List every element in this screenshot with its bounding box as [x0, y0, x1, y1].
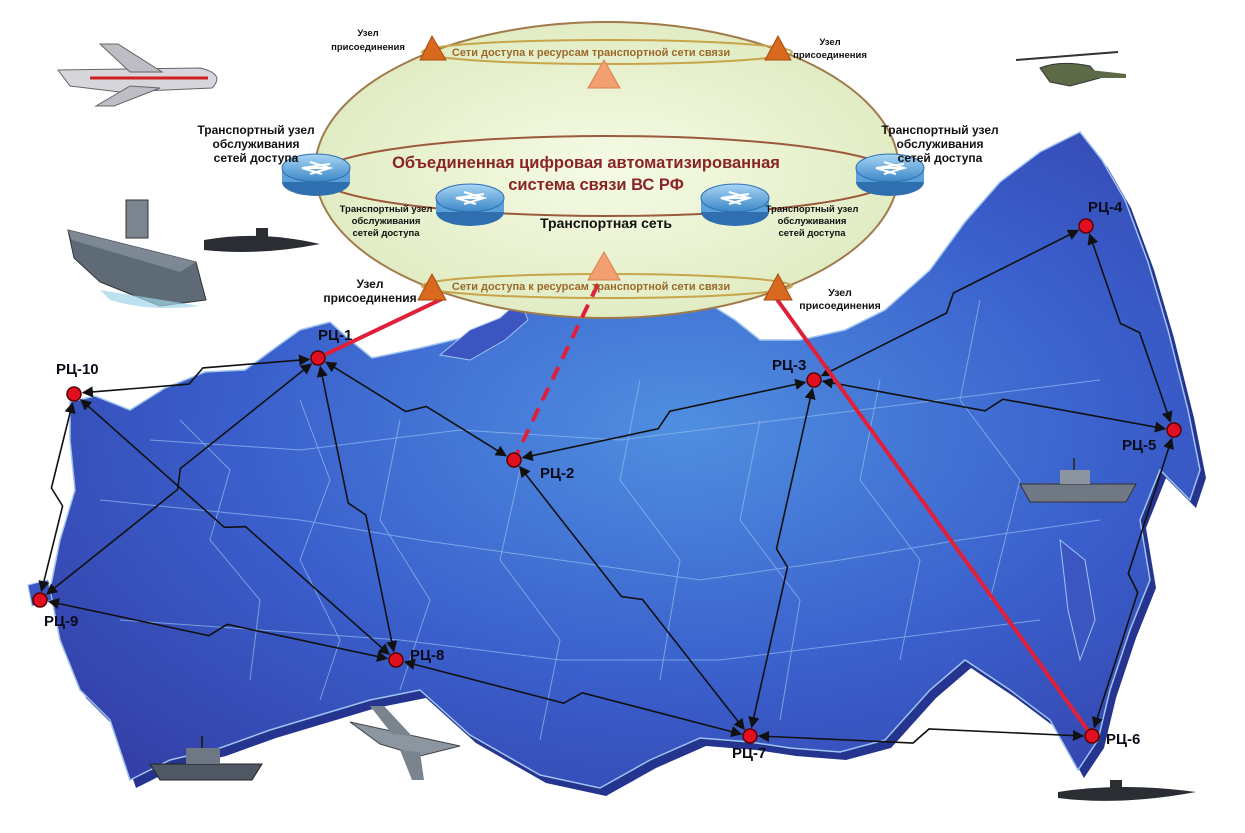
- node-label-rc6: РЦ-6: [1106, 731, 1140, 748]
- link-rc3-rc5: [821, 377, 1167, 433]
- attach-node-tl-label-1: Узел: [357, 28, 378, 39]
- router-icon: [855, 153, 925, 196]
- submarine-icon: [204, 228, 320, 252]
- node-label-rc3: РЦ-3: [772, 357, 806, 374]
- node-label-rc5: РЦ-5: [1122, 437, 1156, 454]
- node-label-rc2: РЦ-2: [540, 465, 574, 482]
- link-rc9-rc8: [47, 598, 389, 662]
- transport-node-inner-right-label-3: сетей доступа: [778, 228, 846, 239]
- node-rc6[interactable]: [1084, 728, 1100, 744]
- submarine-icon: [1058, 780, 1196, 801]
- uplinks: [317, 283, 1094, 738]
- transport-node-inner-left-label-2: обслуживания: [352, 216, 421, 227]
- node-label-rc8: РЦ-8: [410, 647, 444, 664]
- node-label-rc4: РЦ-4: [1088, 199, 1123, 216]
- attach-node-bl-label-2: присоединения: [323, 291, 416, 305]
- transport-node-left-label-1: Транспортный узел: [197, 123, 314, 137]
- attach-triangle-top-center: [587, 58, 621, 89]
- link-rc2-rc7: [519, 465, 745, 731]
- map-island-sakhalin: [1059, 538, 1096, 662]
- transport-node-right-label-3: сетей доступа: [898, 151, 983, 165]
- access-net-bottom-label: Сети доступа к ресурсам транспортной сет…: [452, 281, 730, 293]
- link-rc1-rc2: [325, 361, 507, 457]
- link-rc3-rc4: [820, 229, 1080, 377]
- transport-node-inner-right-label-2: обслуживания: [778, 216, 847, 227]
- fighter-jet-icon: [349, 706, 461, 780]
- links-layer: [38, 229, 1174, 744]
- attach-triangle-br: [763, 272, 793, 301]
- link-rc5-rc6: [1092, 437, 1174, 729]
- node-rc3[interactable]: [806, 372, 822, 388]
- link-rc1-rc9: [45, 363, 313, 595]
- attach-node-tr-label-1: Узел: [819, 37, 840, 48]
- attach-triangle-bl: [417, 272, 447, 301]
- attach-node-tr-label-2: присоединения: [793, 50, 867, 61]
- routers: [281, 153, 925, 226]
- node-rc5[interactable]: [1166, 422, 1182, 438]
- router-icon: [700, 183, 770, 226]
- attach-node-br-label-2: присоединения: [799, 300, 881, 312]
- access-ring-top: [421, 39, 793, 65]
- access-net-top-label: Сети доступа к ресурсам транспортной сет…: [452, 47, 730, 59]
- system-title-line1: Объединенная цифровая автоматизированная: [392, 154, 780, 172]
- link-rc7-rc6: [757, 728, 1085, 744]
- router-icon: [435, 183, 505, 226]
- transport-node-inner-left-label-3: сетей доступа: [352, 228, 420, 239]
- node-label-rc10: РЦ-10: [56, 361, 99, 378]
- link-rc4-rc5: [1087, 233, 1173, 423]
- node-label-rc1: РЦ-1: [318, 327, 352, 344]
- system-title-line2: система связи ВС РФ: [508, 176, 684, 194]
- link-rc3-rc7: [748, 387, 816, 729]
- attach-triangle-bottom-center: [587, 250, 621, 281]
- node-label-rc7: РЦ-7: [732, 745, 766, 762]
- aircraft-carrier-icon: [67, 199, 207, 308]
- patrol-ship-icon: [1019, 458, 1137, 503]
- node-rc8[interactable]: [388, 652, 404, 668]
- uplink-rc2-dashed: [512, 283, 600, 461]
- transport-node-right-label-2: обслуживания: [897, 137, 984, 151]
- uplink-rc6: [774, 296, 1094, 738]
- node-rc7[interactable]: [742, 728, 758, 744]
- link-rc2-rc3: [521, 378, 807, 462]
- attach-node-bl-label-1: Узел: [357, 277, 384, 291]
- transport-node-left-label-2: обслуживания: [213, 137, 300, 151]
- diagram-text: Объединенная цифровая автоматизированная…: [197, 28, 998, 312]
- node-rc9[interactable]: [32, 592, 48, 608]
- node-rc4[interactable]: [1078, 218, 1094, 234]
- vehicles: [57, 43, 1196, 801]
- transport-node-left-label-3: сетей доступа: [214, 151, 299, 165]
- transport-node-inner-right-label-1: Транспортный узел: [766, 204, 859, 215]
- nodes-layer: РЦ-1РЦ-2 РЦ-3 РЦ-4РЦ-5РЦ-6РЦ-7 РЦ-8 РЦ-9 РЦ-1…: [32, 199, 1182, 762]
- helicopter-icon: [1015, 51, 1126, 87]
- node-label-rc9: РЦ-9: [44, 613, 78, 630]
- transport-aircraft-icon: [57, 43, 218, 107]
- node-rc2[interactable]: [506, 452, 522, 468]
- uplink-rc1: [317, 296, 445, 360]
- transport-node-right-label-1: Транспортный узел: [881, 123, 998, 137]
- router-icon: [281, 153, 351, 196]
- attach-triangle-tl: [419, 34, 447, 61]
- attachment-triangles: [417, 34, 793, 301]
- warship-icon: [149, 736, 263, 781]
- node-rc10[interactable]: [66, 386, 82, 402]
- transport-net-label: Транспортная сеть: [540, 215, 672, 231]
- node-rc1[interactable]: [310, 350, 326, 366]
- attach-node-tl-label-2: присоединения: [331, 42, 405, 53]
- transport-node-inner-left-label-1: Транспортный узел: [340, 204, 433, 215]
- attach-triangle-tr: [764, 34, 792, 61]
- attach-node-br-label-1: Узел: [828, 287, 852, 299]
